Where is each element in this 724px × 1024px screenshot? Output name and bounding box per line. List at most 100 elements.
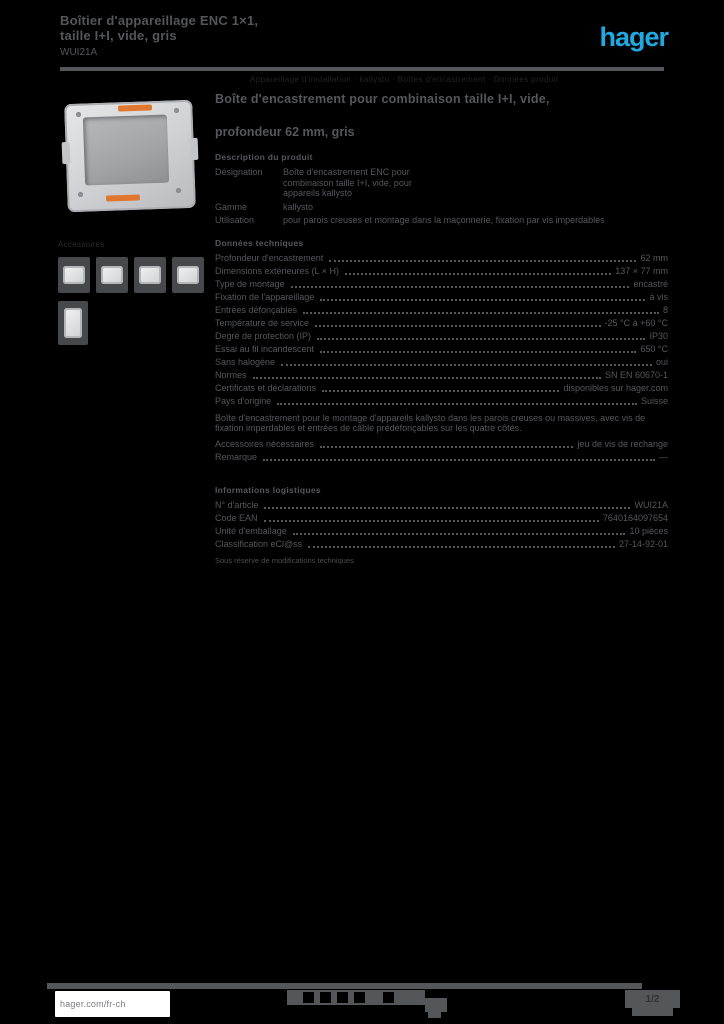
accessory-image — [101, 266, 123, 284]
spec-label: Accessoires nécessaires — [215, 438, 315, 449]
spec-row: Degré de protection (IP) IP30 — [215, 330, 668, 342]
screw-hole — [175, 187, 182, 194]
spec-value: à vis — [649, 291, 668, 302]
modifications-note: Sous réserve de modifications techniques — [215, 555, 354, 565]
page-thumbnail-icon[interactable] — [337, 992, 348, 1003]
leader-dots — [290, 285, 630, 288]
spec-row: Température de service-25 °C à +60 °C — [215, 317, 668, 329]
accessory-thumbnail[interactable] — [58, 301, 88, 345]
leader-dots — [277, 402, 637, 405]
leader-dots — [322, 389, 560, 392]
spec-row: Pays d'origine Suisse — [215, 395, 668, 407]
spec-value: — — [659, 451, 668, 462]
spec-value: 8 — [662, 304, 668, 315]
description-label: Utilisation — [215, 215, 255, 225]
leader-dots — [317, 337, 646, 340]
header-title-line1: Boîtier d'appareillage ENC 1×1, — [60, 13, 259, 28]
spec-value: 650 °C — [640, 343, 668, 354]
leader-dots — [320, 445, 574, 448]
leader-dots — [315, 324, 601, 327]
description-value: pour parois creuses et montage dans la m… — [283, 215, 605, 225]
footer-pagination[interactable] — [287, 990, 425, 1005]
footer-divider — [47, 983, 642, 989]
logistics-value: WUI21A — [634, 499, 668, 510]
page-indicator-tab — [632, 1008, 673, 1016]
page-indicator-badge: 1/2 — [625, 990, 680, 1008]
logistics-row: N° d'article WUI21A — [215, 499, 668, 511]
spec-value: IP30 — [649, 330, 668, 341]
spec-value: -25 °C à +60 °C — [604, 317, 668, 328]
page-thumbnail-icon[interactable] — [383, 992, 394, 1003]
logistics-label: Unité d'emballage — [215, 525, 287, 536]
logistics-row: Classification eCl@ss 27-14-92-01 — [215, 538, 668, 550]
footer-url-text[interactable]: hager.com/fr-ch — [60, 999, 126, 1009]
spec-value: 137 × 77 mm — [615, 265, 668, 276]
footer-url-box[interactable]: hager.com/fr-ch — [55, 991, 170, 1017]
orange-clip-bottom — [105, 194, 141, 202]
logistics-value: 27-14-92-01 — [618, 538, 668, 549]
page-indicator-text: 1/2 — [645, 993, 660, 1005]
product-details: Boîte d'encastrement pour combinaison ta… — [215, 92, 668, 565]
accessories-thumbnails — [58, 257, 208, 293]
section-heading-specs: Données techniques — [215, 237, 304, 248]
logistics-value: 10 pièces — [629, 525, 668, 536]
spec-value: Suisse — [640, 395, 668, 406]
pagination-marker — [425, 998, 447, 1012]
page-thumbnail-icon[interactable] — [320, 992, 331, 1003]
leader-dots — [264, 506, 631, 509]
spec-label: Essai au fil incandescent — [215, 343, 315, 354]
accessories-section: Accessoires — [58, 240, 208, 345]
spec-label: Remarque — [215, 451, 258, 462]
spec-paragraph: Boîte d'encastrement pour le montage d'a… — [215, 412, 646, 434]
accessory-thumbnail[interactable] — [58, 257, 90, 293]
accessory-image — [64, 308, 82, 338]
spec-extra-rows: Accessoires nécessaires jeu de vis de rec… — [215, 438, 668, 463]
description-value: Boîte d'encastrement ENC pour combinaiso… — [283, 167, 412, 198]
logistics-value: 7640164097654 — [602, 512, 668, 523]
spec-label: Fixation de l'appareillage — [215, 291, 315, 302]
description-label: Gamme — [215, 201, 248, 212]
spec-label: Sans halogène — [215, 356, 276, 367]
flush-box-cavity — [82, 114, 170, 186]
section-heading-description: Description du produit — [215, 152, 313, 162]
accessory-thumbnail[interactable] — [96, 257, 128, 293]
screw-hole — [75, 111, 82, 118]
logistics-label: Classification eCl@ss — [215, 538, 303, 549]
hager-logo: hager — [599, 22, 669, 52]
spec-value: SN EN 60670-1 — [604, 369, 668, 380]
spec-row: Dimensions extérieures (L × H) 137 × 77 m… — [215, 265, 668, 277]
spec-value: disponibles sur hager.com — [563, 382, 668, 393]
spec-label: Dimensions extérieures (L × H) — [215, 265, 339, 276]
spec-value: 62 mm — [640, 252, 668, 263]
leader-dots — [308, 545, 615, 548]
description-value: kallysto — [283, 201, 314, 212]
leader-dots — [263, 458, 655, 461]
leader-dots — [281, 363, 652, 366]
accessory-thumbnail[interactable] — [134, 257, 166, 293]
breadcrumb: Appareillage d'installation · kallysto ·… — [250, 75, 559, 84]
spec-value: jeu de vis de rechange — [577, 438, 668, 449]
header: Boîtier d'appareillage ENC 1×1, taille I… — [60, 13, 664, 59]
spec-label: Degré de protection (IP) — [215, 330, 312, 341]
accessory-image — [63, 266, 85, 284]
section-heading-logistics: Informations logistiques — [215, 484, 321, 495]
accessory-thumbnail[interactable] — [172, 257, 204, 293]
description-row: Gamme kallysto — [215, 202, 668, 213]
leader-dots — [292, 532, 626, 535]
description-row: Utilisation pour parois creuses et monta… — [215, 215, 668, 226]
description-block: Désignation Boîte d'encastrement ENC pou… — [215, 167, 668, 226]
leader-dots — [303, 311, 659, 314]
page-thumbnail-icon[interactable] — [303, 992, 314, 1003]
article-reference: WUI21A — [60, 47, 98, 58]
leader-dots — [252, 376, 601, 379]
logistics-label: N° d'article — [215, 499, 259, 510]
page-thumbnail-icon[interactable] — [354, 992, 365, 1003]
spec-label: Pays d'origine — [215, 395, 272, 406]
spec-row: Essai au fil incandescent 650 °C — [215, 343, 668, 355]
